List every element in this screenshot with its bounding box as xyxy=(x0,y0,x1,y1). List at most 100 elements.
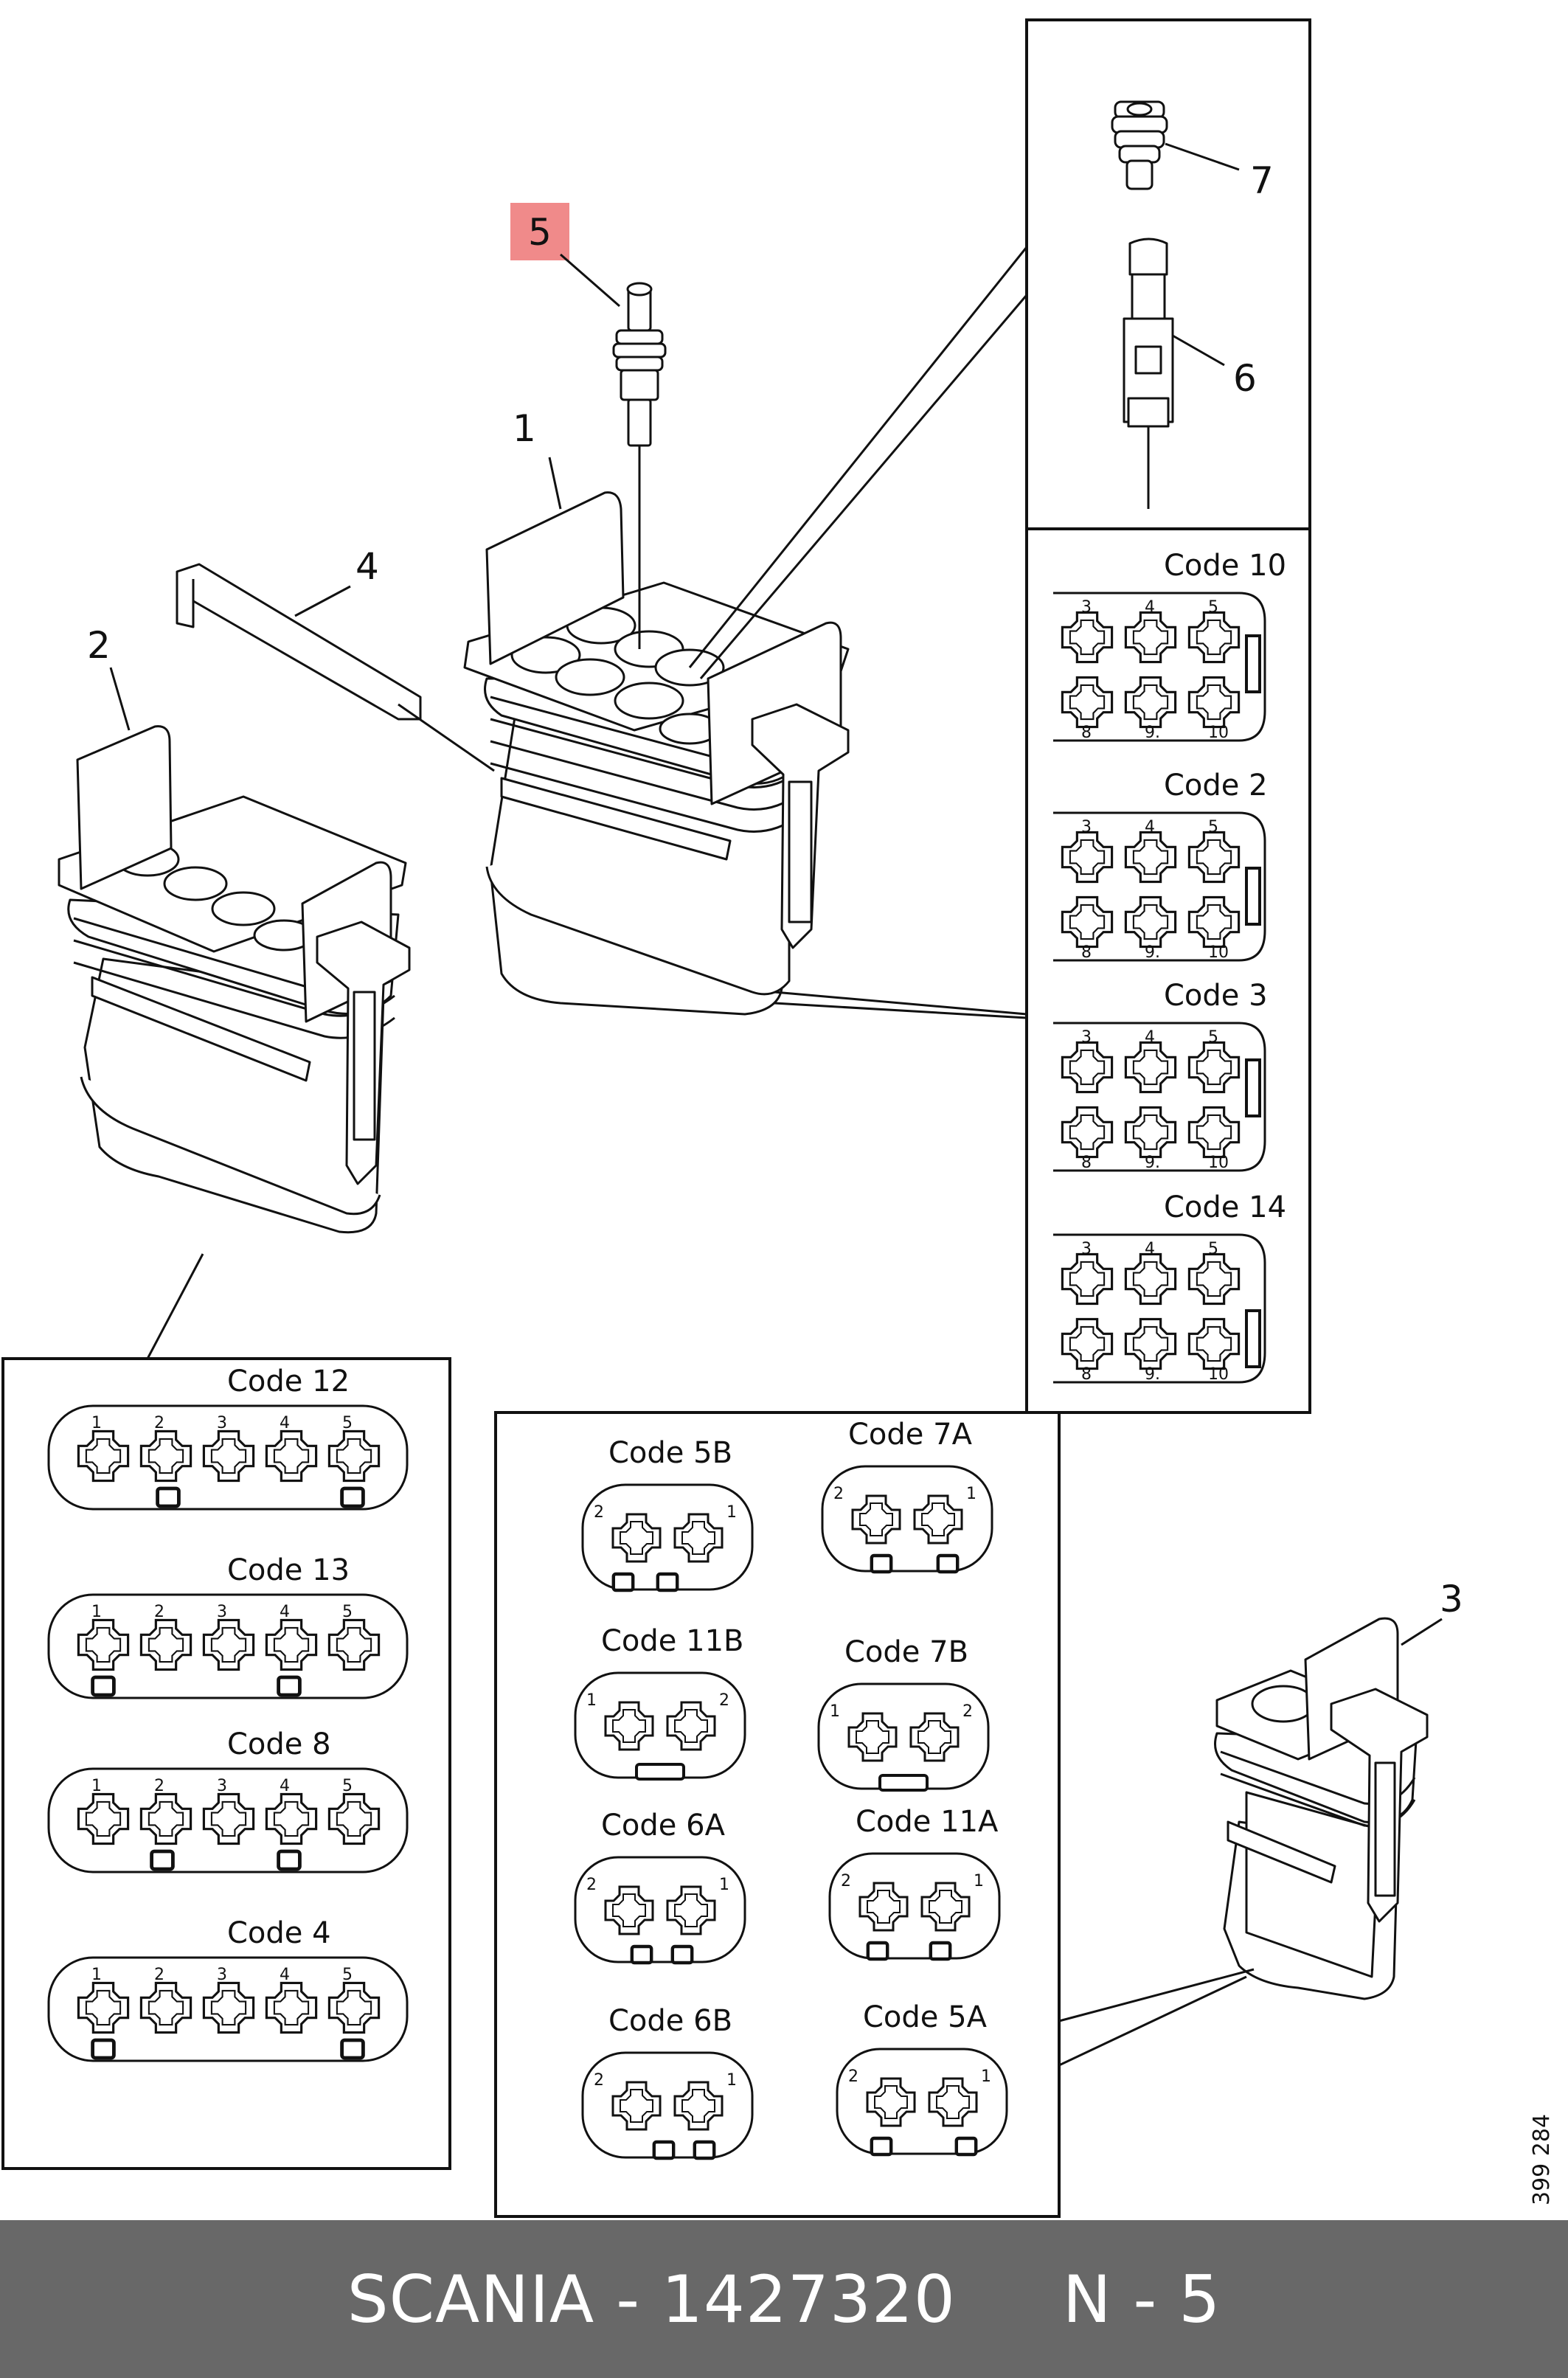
key-mark xyxy=(635,1763,685,1781)
pin-number: 2 xyxy=(833,1485,844,1503)
pin-number: 1 xyxy=(91,1414,102,1432)
latch-mark xyxy=(695,2142,714,2158)
callout-7: 7 xyxy=(1250,159,1274,202)
pin-number: 2 xyxy=(154,1966,164,1984)
pin-number: 5 xyxy=(1208,818,1218,836)
terminal-part-6 xyxy=(1123,238,1174,509)
connector-outline xyxy=(47,1767,409,1873)
pin-number: 2 xyxy=(962,1702,973,1721)
callout-3: 3 xyxy=(1440,1578,1463,1620)
code-title: Code 2 xyxy=(1164,769,1268,803)
pin-number: 2 xyxy=(719,1691,729,1710)
latch-mark xyxy=(938,1556,957,1572)
connector-outline xyxy=(47,1404,409,1511)
latch-mark xyxy=(279,1677,300,1695)
pin-number: 3 xyxy=(1081,1028,1092,1047)
pin-number: 1 xyxy=(91,1777,102,1795)
pin-number: 5 xyxy=(1208,1028,1218,1047)
pin-number: 9. xyxy=(1145,1154,1160,1172)
latch-mark xyxy=(93,1677,114,1695)
connector-outline xyxy=(47,1593,409,1699)
latch-mark xyxy=(957,2138,976,2155)
latch-mark xyxy=(654,2142,673,2158)
callout-5: 5 xyxy=(528,211,552,254)
pin-number: 4 xyxy=(280,1414,290,1432)
pin-number: 9. xyxy=(1145,1365,1160,1384)
connector-housing-2 xyxy=(58,725,411,1234)
key-mark xyxy=(878,1774,929,1792)
code-title: Code 6B xyxy=(608,2004,732,2038)
code-title: Code 8 xyxy=(227,1727,331,1761)
pin-number: 3 xyxy=(217,1777,227,1795)
pin-number: 1 xyxy=(91,1966,102,1984)
pin-number: 5 xyxy=(342,1966,353,1984)
connector-outline xyxy=(836,2048,1008,2155)
key-mark xyxy=(1245,1058,1261,1117)
code-title: Code 10 xyxy=(1164,549,1286,583)
pin-number: 3 xyxy=(217,1603,227,1621)
code-title: Code 11A xyxy=(856,1805,999,1839)
seal-part-7 xyxy=(1111,100,1168,190)
key-mark xyxy=(1245,1309,1261,1368)
code-title: Code 7A xyxy=(848,1418,973,1452)
code-title: Code 11B xyxy=(601,1624,743,1658)
key-mark xyxy=(1245,634,1261,693)
latch-mark xyxy=(342,2040,364,2058)
terminal-inset-frame xyxy=(1025,18,1311,530)
latch-mark xyxy=(342,1488,364,1506)
pin-number: 5 xyxy=(1208,1240,1218,1258)
pin-part-5 xyxy=(612,282,667,649)
middle-codes-panel xyxy=(494,1411,1061,2218)
pin-number: 1 xyxy=(981,2067,991,2086)
connector-outline xyxy=(1053,1233,1266,1384)
pin-number: 3 xyxy=(217,1966,227,1984)
pin-number: 2 xyxy=(586,1876,597,1894)
code-title: Code 14 xyxy=(1164,1190,1286,1224)
latch-mark xyxy=(93,2040,114,2058)
latch-mark xyxy=(872,2138,891,2155)
pin-number: 2 xyxy=(154,1603,164,1621)
latch-mark xyxy=(279,1851,300,1869)
pin-number: 3 xyxy=(1081,1240,1092,1258)
pin-number: 1 xyxy=(966,1485,976,1503)
pin-number: 8 xyxy=(1081,943,1092,962)
connector-housing-3 xyxy=(1214,1617,1429,2000)
footer-part-label: SCANIA - 1427320 N - 5 xyxy=(347,2261,1221,2337)
lock-bar-part-4 xyxy=(176,563,422,721)
pin-number: 1 xyxy=(719,1876,729,1894)
pin-number: 1 xyxy=(726,1503,737,1522)
latch-mark xyxy=(158,1488,179,1506)
pin-number: 1 xyxy=(726,2071,737,2090)
pin-number: 2 xyxy=(848,2067,858,2086)
pin-number: 4 xyxy=(1145,598,1155,617)
connector-outline xyxy=(1053,1022,1266,1172)
pin-number: 1 xyxy=(91,1603,102,1621)
pin-number: 2 xyxy=(154,1414,164,1432)
pin-number: 1 xyxy=(974,1872,984,1890)
pin-number: 4 xyxy=(1145,818,1155,836)
footer-bar: SCANIA - 1427320 N - 5 xyxy=(0,2220,1568,2378)
pin-number: 5 xyxy=(1208,598,1218,617)
pin-number: 1 xyxy=(830,1702,840,1721)
pin-number: 10 xyxy=(1208,943,1229,962)
pin-number: 3 xyxy=(1081,598,1092,617)
connector-outline xyxy=(47,1956,409,2062)
connector-outline xyxy=(1053,592,1266,742)
callout-4: 4 xyxy=(355,545,379,588)
connector-outline xyxy=(821,1465,993,1573)
latch-mark xyxy=(632,1947,651,1963)
latch-mark xyxy=(868,1943,887,1959)
latch-mark xyxy=(658,1574,677,1590)
pin-number: 5 xyxy=(342,1777,353,1795)
code-title: Code 4 xyxy=(227,1916,331,1950)
code-title: Code 5A xyxy=(863,2000,988,2034)
pin-number: 8 xyxy=(1081,1365,1092,1384)
code-title: Code 6A xyxy=(601,1809,726,1843)
pin-number: 1 xyxy=(586,1691,597,1710)
pin-number: 5 xyxy=(342,1603,353,1621)
pin-number: 4 xyxy=(1145,1028,1155,1047)
code-title: Code 13 xyxy=(227,1553,350,1587)
callout-1: 1 xyxy=(513,407,536,450)
